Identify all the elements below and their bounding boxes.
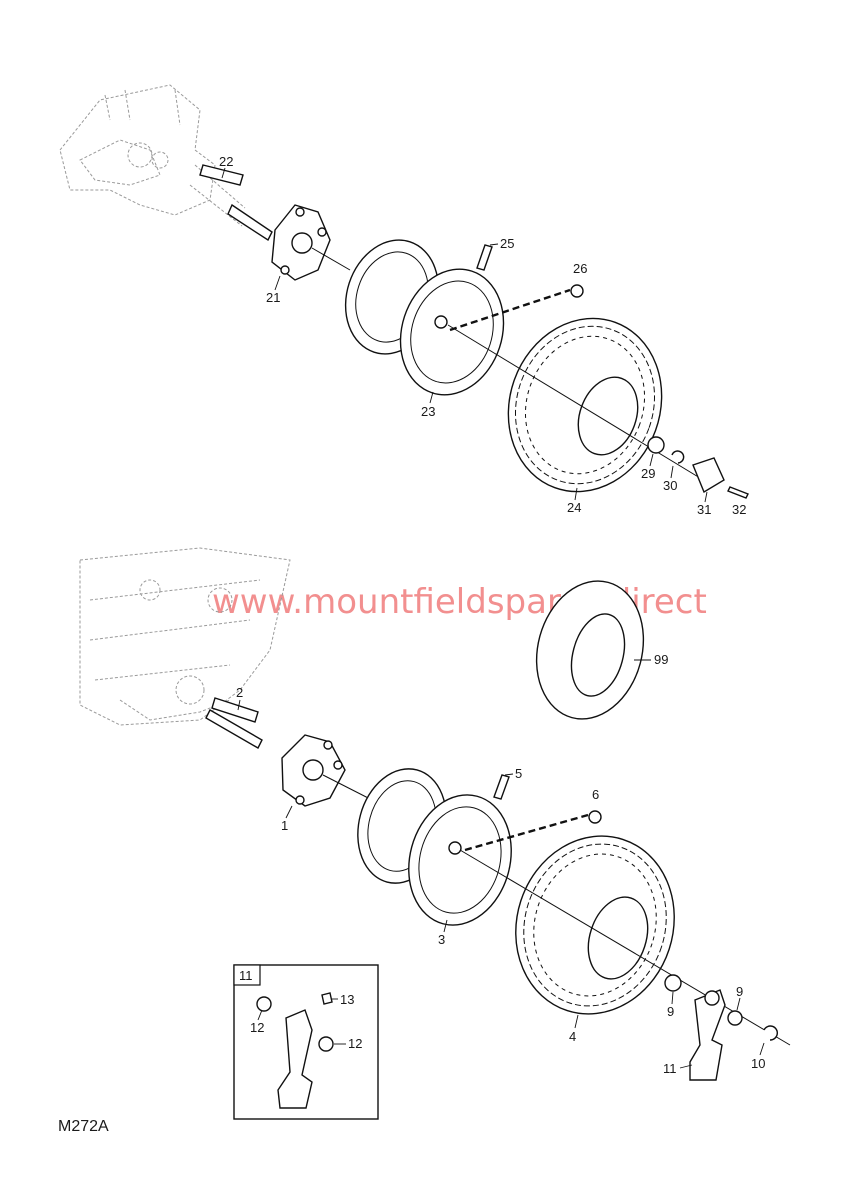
bottom-wheel-assembly [79, 547, 791, 1081]
inset-pedal [277, 1009, 313, 1109]
label-2: 2 [236, 685, 243, 700]
washer-9-b [727, 1010, 743, 1026]
inset-pedal-detail: 11 12 13 12 [233, 964, 379, 1120]
cap-31 [692, 457, 725, 494]
diagram-code: M272A [58, 1118, 109, 1135]
label-11: 11 [663, 1061, 677, 1076]
inset-bush-12-a [256, 996, 272, 1012]
valve-25 [476, 244, 493, 271]
tyre-4 [515, 835, 675, 1015]
label-25: 25 [500, 236, 514, 251]
rim-3 [357, 768, 512, 926]
label-23: 23 [421, 404, 435, 419]
label-6: 6 [592, 787, 599, 802]
washer-9-a [664, 974, 682, 992]
label-9-a: 9 [667, 1004, 674, 1019]
bottom-labels: 2 1 5 6 3 4 99 9 9 10 11 [236, 652, 765, 1076]
label-32: 32 [732, 502, 746, 517]
inset-label-13: 13 [340, 992, 354, 1007]
label-4: 4 [569, 1029, 576, 1044]
top-transaxle-ghost [59, 84, 246, 227]
label-1: 1 [281, 818, 288, 833]
clip-30 [671, 450, 685, 464]
nut-6 [588, 810, 602, 824]
top-wheel-assembly [59, 84, 749, 499]
valve-5 [493, 774, 510, 800]
axle-bottom [205, 709, 263, 749]
inset-label-12-a: 12 [250, 1020, 264, 1035]
label-10: 10 [751, 1056, 765, 1071]
label-3: 3 [438, 932, 445, 947]
label-29: 29 [641, 466, 655, 481]
label-30: 30 [663, 478, 677, 493]
bolt-32 [727, 486, 749, 499]
label-21: 21 [266, 290, 280, 305]
inner-tube-99 [535, 580, 645, 720]
label-22: 22 [219, 154, 233, 169]
rim-23 [344, 239, 505, 396]
washer-29 [647, 436, 665, 454]
axle-top [199, 164, 273, 242]
bottom-chassis-ghost [79, 547, 291, 726]
inset-tag-box [233, 964, 261, 986]
label-31: 31 [697, 502, 711, 517]
nut-26 [570, 284, 584, 298]
inset-bush-12-b [318, 1036, 334, 1052]
pedal-11 [689, 989, 726, 1081]
key-2 [211, 697, 259, 723]
label-5: 5 [515, 766, 522, 781]
label-99: 99 [654, 652, 668, 667]
clip-10 [763, 1025, 778, 1041]
label-9-b: 9 [736, 984, 743, 999]
hub-1 [281, 734, 379, 807]
label-26: 26 [573, 261, 587, 276]
label-24: 24 [567, 500, 581, 515]
tyre-24 [507, 317, 663, 493]
inset-label-12-b: 12 [348, 1036, 362, 1051]
inset-tag: 11 [239, 968, 253, 983]
top-labels: 22 21 25 26 23 24 29 30 31 32 [219, 154, 746, 517]
inset-nipple-13 [321, 992, 333, 1005]
key-22 [199, 164, 244, 186]
hub-21 [271, 204, 351, 281]
